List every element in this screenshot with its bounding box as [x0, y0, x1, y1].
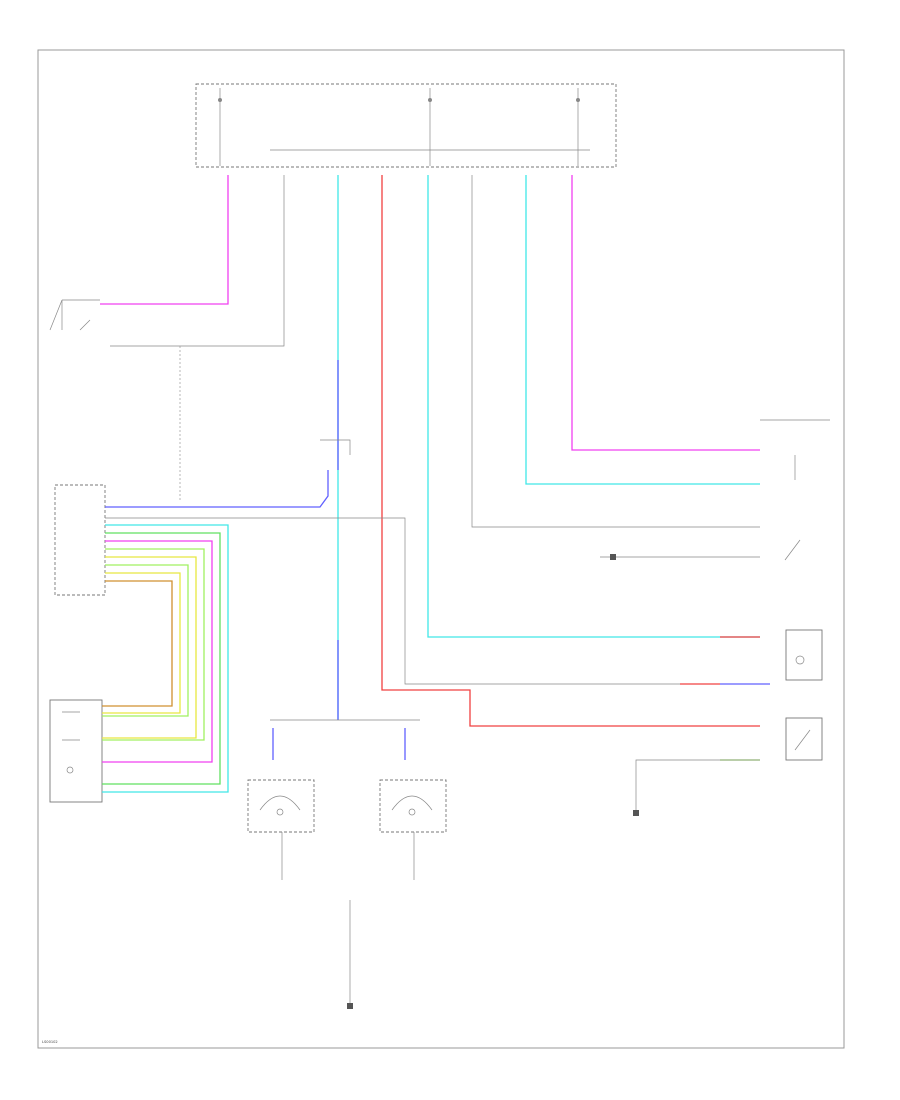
right-lower-switch-box — [785, 717, 823, 761]
green-wire-sensor — [102, 532, 221, 785]
connector-block-box — [54, 484, 106, 596]
rotary-sensor-b — [379, 779, 447, 833]
right-relay-box — [785, 629, 823, 681]
pink-wire-right — [571, 175, 760, 451]
gray-wire-long — [105, 517, 760, 685]
right-lower-switch — [633, 717, 823, 816]
splice-bracket — [320, 439, 351, 455]
blue-wire-left-block — [105, 470, 329, 508]
gray-wire-right — [471, 175, 760, 528]
yellow-wire-sensor — [102, 556, 197, 739]
ground-symbol — [633, 810, 639, 816]
top-control-module — [195, 83, 617, 168]
relay-coil — [795, 655, 805, 665]
left-connector-block — [54, 484, 106, 596]
left-lower-sensor-box — [49, 699, 103, 803]
light-green-wire-sensor — [102, 548, 205, 741]
cyan-wire-sensor — [102, 524, 229, 793]
fuse-symbol — [218, 98, 222, 102]
right-middle-switch-blade — [784, 539, 801, 561]
gray-wire-brake-switch — [110, 175, 285, 347]
sensor-a-box — [247, 779, 315, 833]
right-middle-switch — [600, 539, 801, 561]
pink-wire-sensor — [102, 540, 213, 763]
sensor-b-box — [379, 779, 447, 833]
sensor-element — [66, 766, 74, 774]
right-upper-switch — [760, 419, 830, 480]
switch-blade — [79, 319, 91, 331]
yellow-wire-sensor-2 — [102, 572, 181, 714]
orange-wire-sensor — [102, 580, 173, 707]
sensor-b-pivot — [408, 808, 416, 816]
diagram-frame — [37, 49, 845, 1049]
top-module-box — [195, 83, 617, 168]
sensor-a-arc — [259, 795, 301, 811]
right-lower-ground-wire — [635, 759, 760, 812]
cyan-wire-right-lower — [427, 175, 760, 638]
pink-wire-brake-switch — [100, 175, 229, 305]
fuse-symbol — [576, 98, 580, 102]
fuse-symbol — [428, 98, 432, 102]
ground-symbol — [610, 554, 616, 560]
light-green-wire-sensor-2 — [102, 564, 189, 717]
sensor-box — [49, 699, 103, 803]
sensor-b-arc — [391, 795, 433, 811]
sensor-a-pivot — [276, 808, 284, 816]
rotary-sensor-a — [247, 779, 315, 833]
cyan-wire-right-upper — [525, 175, 760, 485]
switch-blade — [49, 299, 63, 331]
right-lower-switch-blade — [794, 729, 811, 751]
ground-symbol — [347, 1003, 353, 1009]
relay-box — [785, 629, 823, 681]
diagram-code: LS00102 — [42, 1040, 58, 1044]
brake-pedal-switch — [49, 299, 100, 331]
